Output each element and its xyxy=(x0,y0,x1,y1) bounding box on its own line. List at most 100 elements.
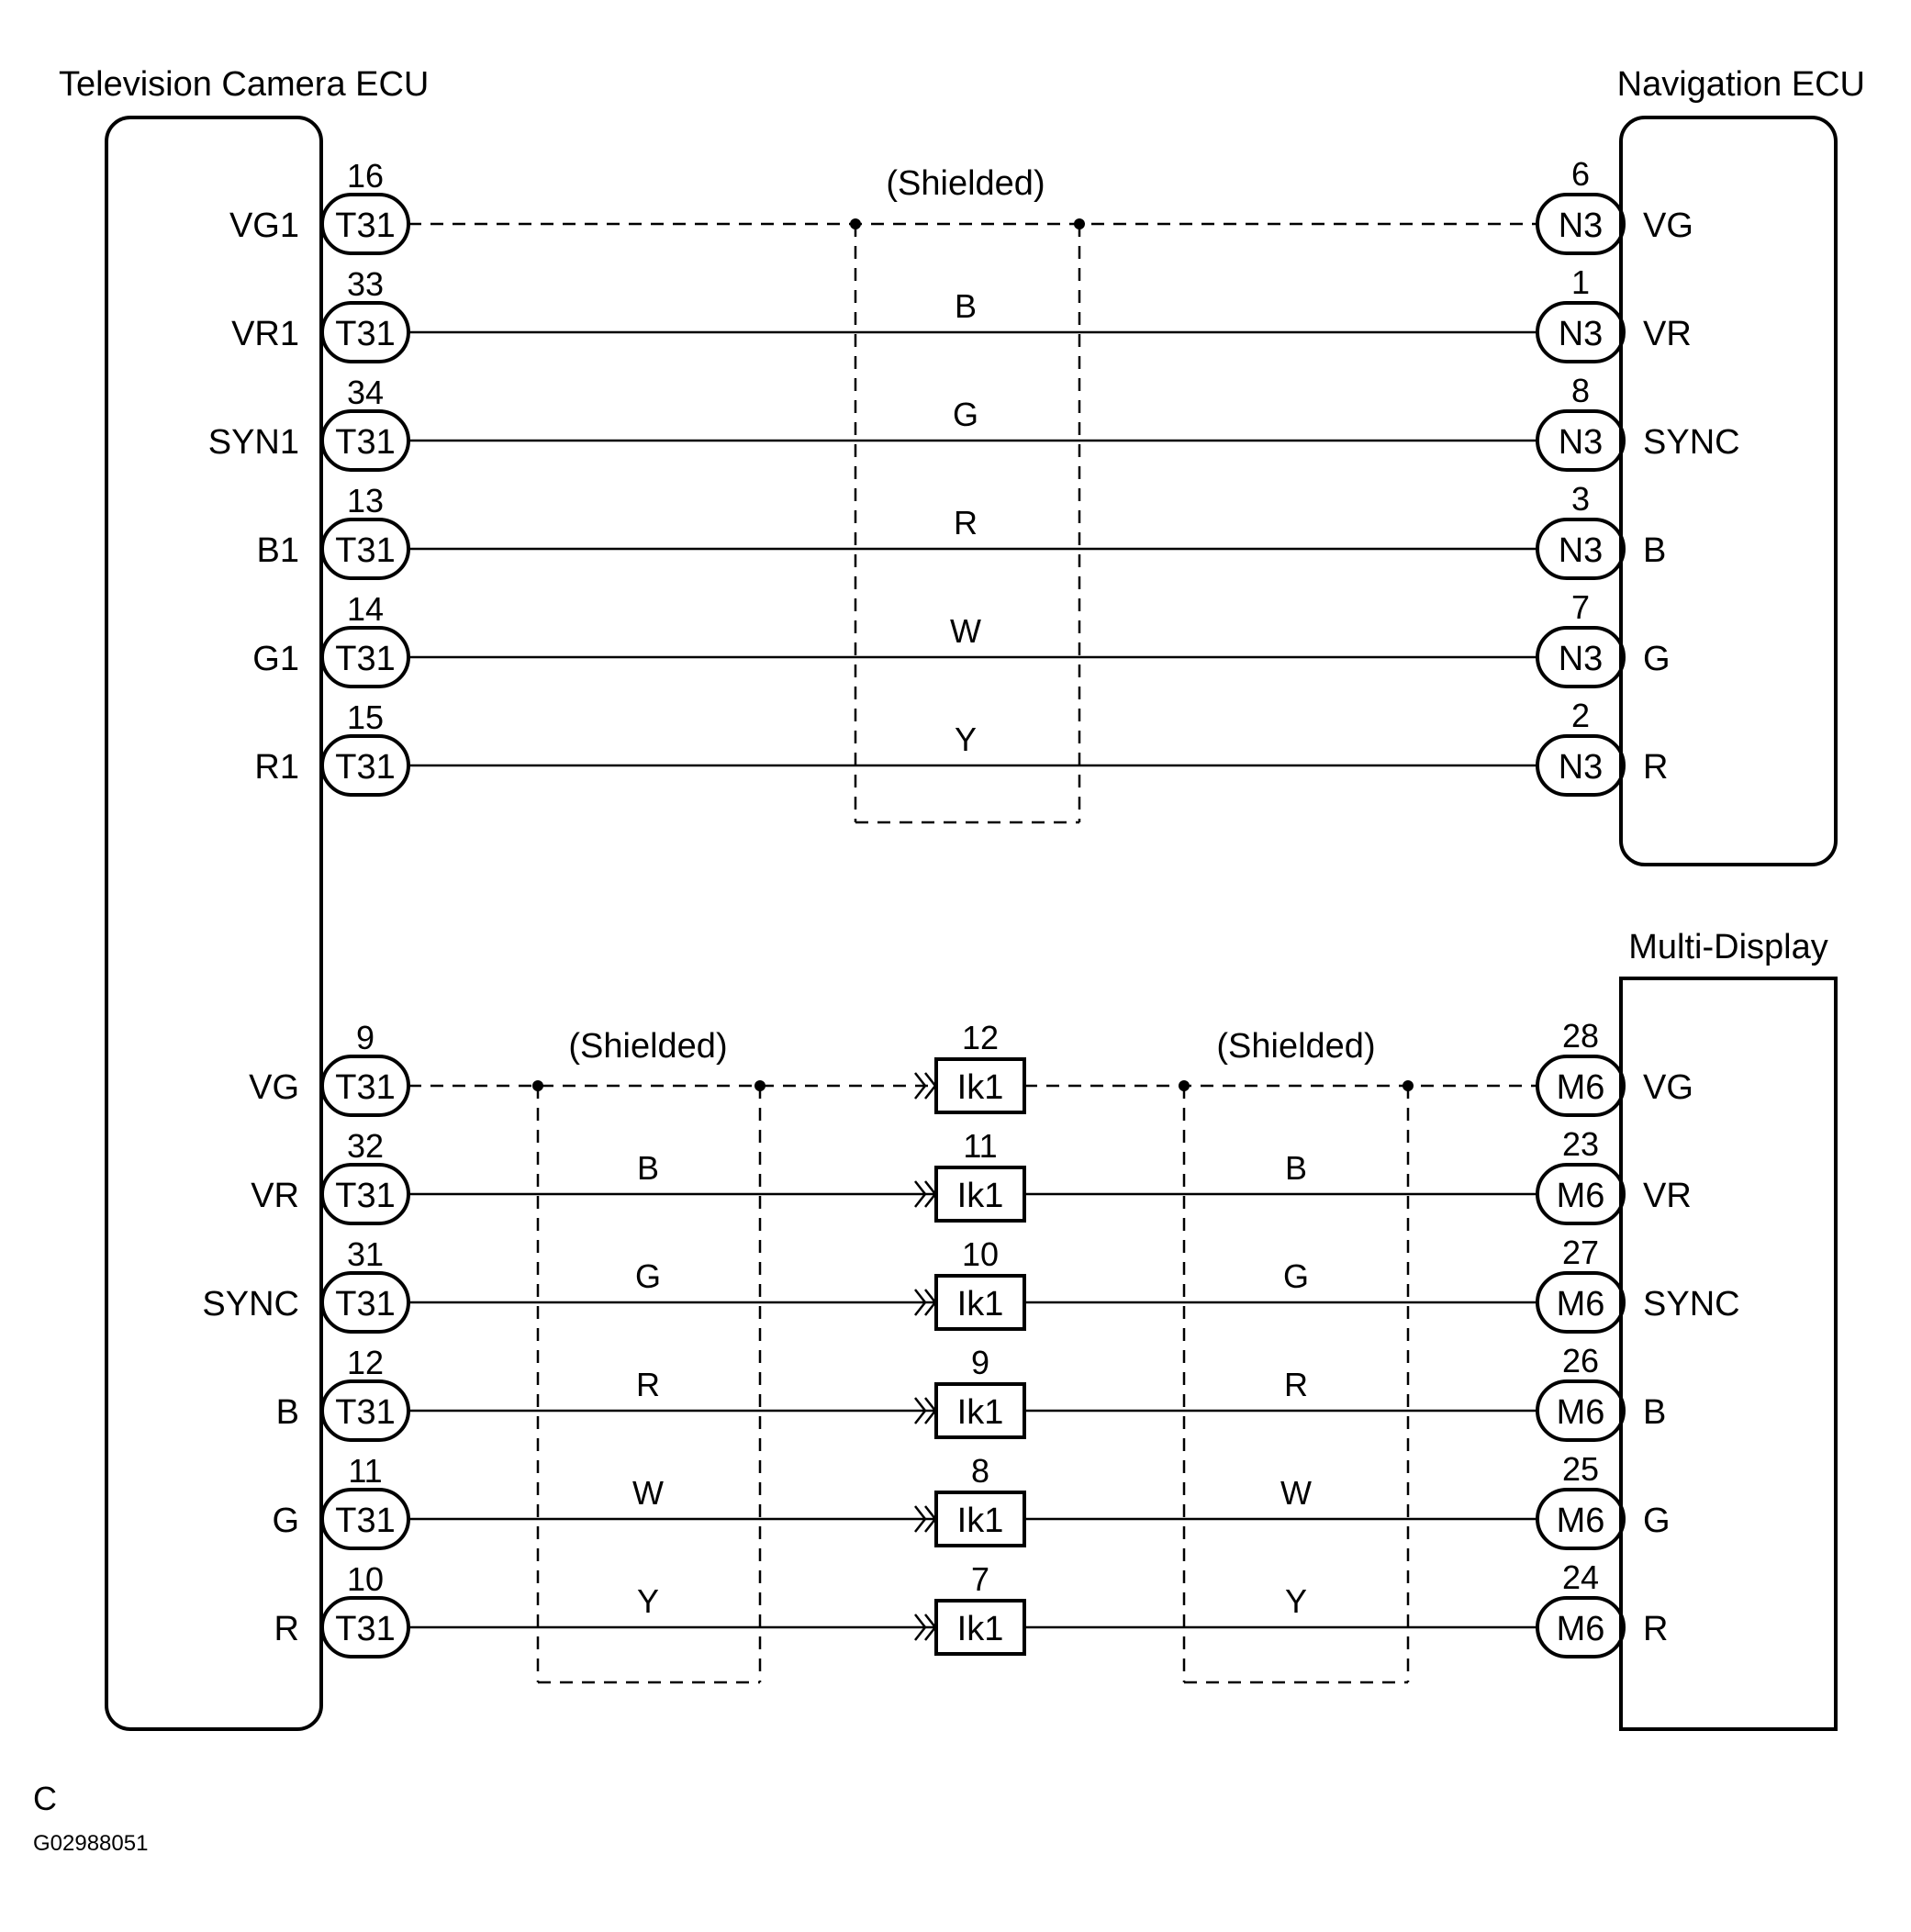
nav-right-pin-number-4: 7 xyxy=(1571,588,1590,626)
display-left-connector-label-3: T31 xyxy=(335,1393,395,1432)
multi-display-title: Multi-Display xyxy=(1628,928,1827,966)
display-right-connector-oval-3 xyxy=(1536,1379,1626,1442)
nav-left-pin-number-2: 34 xyxy=(347,374,384,411)
nav-wire-color-2: G xyxy=(953,396,978,433)
nav-left-connector-oval-0 xyxy=(320,193,410,255)
nav-left-pin-4: G1 xyxy=(252,640,299,678)
nav-right-connector-oval-3 xyxy=(1536,518,1626,580)
display-wire-color-right-1: B xyxy=(1285,1149,1307,1187)
display-right-connector-oval-4 xyxy=(1536,1488,1626,1550)
display-right-pin-number-3: 26 xyxy=(1562,1342,1599,1379)
nav-left-connector-label-2: T31 xyxy=(335,423,395,462)
display-left-connector-oval-0 xyxy=(320,1055,410,1117)
shield-label-nav: (Shielded) xyxy=(886,164,1045,203)
nav-right-pin-number-0: 6 xyxy=(1571,155,1590,193)
inline-connector-number-0: 12 xyxy=(962,1019,999,1056)
display-right-pin-4: G xyxy=(1643,1502,1671,1540)
inline-connector-label-3: Ik1 xyxy=(957,1393,1004,1432)
nav-left-connector-oval-2 xyxy=(320,409,410,472)
inline-connector-chevron-5 xyxy=(914,1614,937,1641)
display-left-pin-4: G xyxy=(272,1502,299,1540)
tv-camera-ecu-box xyxy=(105,116,323,1731)
nav-right-pin-5: R xyxy=(1643,748,1668,787)
display-left-pin-1: VR xyxy=(251,1177,299,1215)
display-left-pin-0: VG xyxy=(249,1068,299,1107)
display-left-connector-oval-5 xyxy=(320,1596,410,1658)
display-wire-color-left-2: G xyxy=(635,1257,661,1295)
display-wire-color-left-1: B xyxy=(637,1149,659,1187)
nav-right-connector-oval-5 xyxy=(1536,734,1626,797)
inline-connector-label-0: Ik1 xyxy=(957,1068,1004,1107)
nav-right-pin-3: B xyxy=(1643,531,1666,570)
display-right-pin-number-4: 25 xyxy=(1562,1450,1599,1488)
nav-right-pin-number-1: 1 xyxy=(1571,263,1590,301)
inline-connector-number-2: 10 xyxy=(962,1235,999,1273)
display-right-connector-oval-1 xyxy=(1536,1163,1626,1225)
display-left-connector-label-0: T31 xyxy=(335,1068,395,1107)
nav-left-pin-3: B1 xyxy=(257,531,299,570)
nav-left-pin-number-3: 13 xyxy=(347,482,384,519)
nav-left-pin-number-5: 15 xyxy=(347,698,384,736)
shield-label-display-left: (Shielded) xyxy=(568,1027,727,1066)
display-left-pin-5: R xyxy=(274,1610,299,1648)
nav-left-pin-5: R1 xyxy=(254,748,299,787)
nav-right-pin-number-2: 8 xyxy=(1571,372,1590,409)
inline-connector-number-5: 7 xyxy=(971,1560,989,1598)
nav-left-pin-number-0: 16 xyxy=(347,157,384,195)
display-right-pin-number-5: 24 xyxy=(1562,1558,1599,1596)
display-left-connector-label-1: T31 xyxy=(335,1177,395,1215)
nav-left-connector-label-1: T31 xyxy=(335,315,395,353)
display-left-pin-number-2: 31 xyxy=(347,1235,384,1273)
inline-connector-number-1: 11 xyxy=(963,1127,997,1165)
display-left-connector-oval-4 xyxy=(320,1488,410,1550)
display-right-pin-number-0: 28 xyxy=(1562,1017,1599,1055)
display-right-pin-number-1: 23 xyxy=(1562,1125,1599,1163)
display-wire-color-right-2: G xyxy=(1283,1257,1309,1295)
inline-connector-number-3: 9 xyxy=(971,1344,989,1381)
display-wire-color-right-5: Y xyxy=(1285,1582,1307,1620)
nav-wire-color-1: B xyxy=(955,287,977,325)
nav-right-pin-number-5: 2 xyxy=(1571,697,1590,734)
display-right-connector-label-5: M6 xyxy=(1557,1610,1605,1648)
display-left-connector-oval-1 xyxy=(320,1163,410,1225)
nav-left-pin-number-1: 33 xyxy=(347,265,384,303)
display-wire-color-left-5: Y xyxy=(637,1582,659,1620)
nav-right-connector-oval-2 xyxy=(1536,409,1626,472)
nav-right-pin-1: VR xyxy=(1643,315,1692,353)
nav-left-pin-0: VG1 xyxy=(229,207,299,245)
inline-connector-label-2: Ik1 xyxy=(957,1285,1004,1323)
nav-right-pin-4: G xyxy=(1643,640,1671,678)
display-wire-color-right-4: W xyxy=(1280,1474,1312,1512)
display-left-connector-label-4: T31 xyxy=(335,1502,395,1540)
nav-left-pin-number-4: 14 xyxy=(347,590,384,628)
display-right-connector-label-3: M6 xyxy=(1557,1393,1605,1432)
nav-left-pin-2: SYN1 xyxy=(208,423,299,462)
nav-left-connector-label-4: T31 xyxy=(335,640,395,678)
display-right-pin-1: VR xyxy=(1643,1177,1692,1215)
inline-connector-label-5: Ik1 xyxy=(957,1610,1004,1648)
display-right-connector-oval-2 xyxy=(1536,1271,1626,1334)
tv-camera-ecu-title: Television Camera ECU xyxy=(59,65,429,104)
nav-right-connector-oval-4 xyxy=(1536,626,1626,688)
nav-right-connector-oval-0 xyxy=(1536,193,1626,255)
nav-wire-color-3: R xyxy=(954,504,978,542)
nav-right-connector-oval-1 xyxy=(1536,301,1626,363)
shield-label-display-right: (Shielded) xyxy=(1216,1027,1375,1066)
inline-connector-chevron-1 xyxy=(914,1180,937,1208)
navigation-ecu-title: Navigation ECU xyxy=(1617,65,1865,104)
inline-connector-label-1: Ik1 xyxy=(957,1177,1004,1215)
display-right-pin-2: SYNC xyxy=(1643,1285,1740,1323)
nav-right-connector-label-4: N3 xyxy=(1559,640,1604,678)
display-right-connector-label-0: M6 xyxy=(1557,1068,1605,1107)
inline-connector-number-4: 8 xyxy=(971,1452,989,1490)
display-left-connector-oval-2 xyxy=(320,1271,410,1334)
nav-right-pin-0: VG xyxy=(1643,207,1693,245)
nav-right-connector-label-2: N3 xyxy=(1559,423,1604,462)
nav-left-connector-label-0: T31 xyxy=(335,207,395,245)
nav-right-connector-label-3: N3 xyxy=(1559,531,1604,570)
display-wire-color-right-3: R xyxy=(1284,1366,1308,1403)
inline-connector-chevron-0 xyxy=(914,1072,937,1100)
nav-left-pin-1: VR1 xyxy=(231,315,299,353)
